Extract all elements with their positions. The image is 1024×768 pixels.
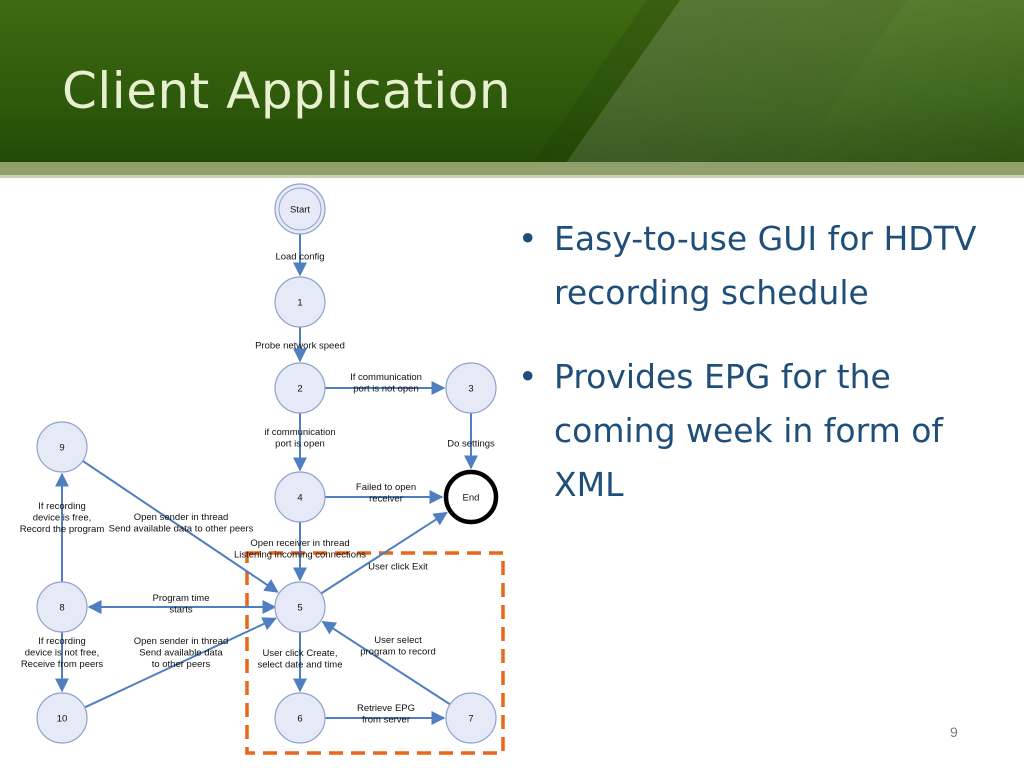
node-label: 2 xyxy=(297,384,302,395)
edge-label: port is not open xyxy=(353,383,419,394)
edge-label: device is not free, xyxy=(25,648,99,659)
edge-label: device is free, xyxy=(33,513,92,524)
node-label: 10 xyxy=(57,714,68,725)
state-node-2: 2 xyxy=(274,362,326,414)
start-node-inner-ring xyxy=(278,187,322,231)
node-label: 6 xyxy=(297,714,302,725)
edge-label: from server xyxy=(362,714,410,725)
edge-label: Program time xyxy=(152,593,209,604)
banner-stripe-light xyxy=(0,175,1024,178)
node-circle xyxy=(274,276,326,328)
node-circle xyxy=(445,692,497,744)
edge-n10-to-n5 xyxy=(84,617,277,709)
node-label: Start xyxy=(290,205,310,216)
edge-label: Load config xyxy=(275,252,324,263)
edge-label: Open sender in thread xyxy=(134,636,229,647)
bullet-item: • Easy-to-use GUI for HDTV recording sche… xyxy=(508,212,1008,320)
node-label: 1 xyxy=(297,298,302,309)
edge-label: User click Exit xyxy=(368,562,428,573)
node-label: 8 xyxy=(59,603,64,614)
state-node-8: 8 xyxy=(36,581,88,633)
slide-title: Client Application xyxy=(62,62,512,120)
edge-label: User click Create, xyxy=(263,648,338,659)
edge-label: Probe network speed xyxy=(255,341,345,352)
state-node-7: 7 xyxy=(445,692,497,744)
state-node-9: 9 xyxy=(36,421,88,473)
state-node-5: 5 xyxy=(274,581,326,633)
edge-label: User select xyxy=(374,635,422,646)
edge-label: to other peers xyxy=(152,659,211,670)
edge-label: Open receiver in thread xyxy=(250,538,349,549)
banner-stripe xyxy=(0,162,1024,175)
bullet-text: Easy-to-use GUI for HDTV recording sched… xyxy=(554,219,977,312)
node-label: 4 xyxy=(297,493,302,504)
state-node-4: 4 xyxy=(274,471,326,523)
node-label: End xyxy=(463,493,480,504)
edge-label: Send available data to other peers xyxy=(109,523,254,534)
node-circle xyxy=(274,581,326,633)
edge-n7-to-n5 xyxy=(321,620,451,706)
state-node-start: Start xyxy=(274,183,326,235)
bullet-list: • Easy-to-use GUI for HDTV recording sche… xyxy=(508,212,1008,542)
edge-label: Do settings xyxy=(447,439,495,450)
bullet-dot-icon: • xyxy=(518,219,538,258)
edge-n9-to-n5 xyxy=(82,460,279,593)
node-label: 7 xyxy=(468,714,473,725)
state-node-10: 10 xyxy=(36,692,88,744)
highlight-dashed-box xyxy=(245,551,505,755)
state-node-1: 1 xyxy=(274,276,326,328)
title-banner xyxy=(0,0,1024,162)
edge-label: port is open xyxy=(275,438,325,449)
edge-label: Open sender in thread xyxy=(134,512,229,523)
edge-label: If communication xyxy=(350,372,422,383)
edge-label: Receive from peers xyxy=(21,659,104,670)
node-circle xyxy=(274,183,326,235)
edge-label: Retrieve EPG xyxy=(357,703,415,714)
edge-label: If recording xyxy=(38,501,86,512)
edge-label: program to record xyxy=(360,646,436,657)
node-circle xyxy=(36,421,88,473)
node-circle xyxy=(274,362,326,414)
edge-label: select date and time xyxy=(257,659,342,670)
edge-n5-to-end xyxy=(320,511,448,595)
state-node-6: 6 xyxy=(274,692,326,744)
bullet-dot-icon: • xyxy=(518,357,538,396)
node-circle xyxy=(36,581,88,633)
node-circle xyxy=(445,362,497,414)
node-circle xyxy=(274,471,326,523)
node-label: 3 xyxy=(468,384,473,395)
edge-label: If recording xyxy=(38,636,86,647)
edge-label: Failed to open xyxy=(356,482,416,493)
edge-label: if communication xyxy=(264,427,335,438)
node-label: 5 xyxy=(297,603,302,614)
node-circle xyxy=(36,692,88,744)
edge-label: Send available data xyxy=(139,648,223,659)
state-node-end: End xyxy=(443,469,499,525)
bullet-text: Provides EPG for the coming week in form… xyxy=(554,357,944,504)
edge-label: Record the program xyxy=(20,524,105,535)
node-circle xyxy=(274,692,326,744)
edge-label: receiver xyxy=(369,493,403,504)
state-node-3: 3 xyxy=(445,362,497,414)
edge-label: Listening incoming connections xyxy=(234,549,366,560)
bullet-item: • Provides EPG for the coming week in for… xyxy=(508,350,1008,512)
node-label: 9 xyxy=(59,443,64,454)
page-number: 9 xyxy=(950,724,958,740)
edge-label: starts xyxy=(169,604,192,615)
end-node-circle xyxy=(443,469,499,525)
